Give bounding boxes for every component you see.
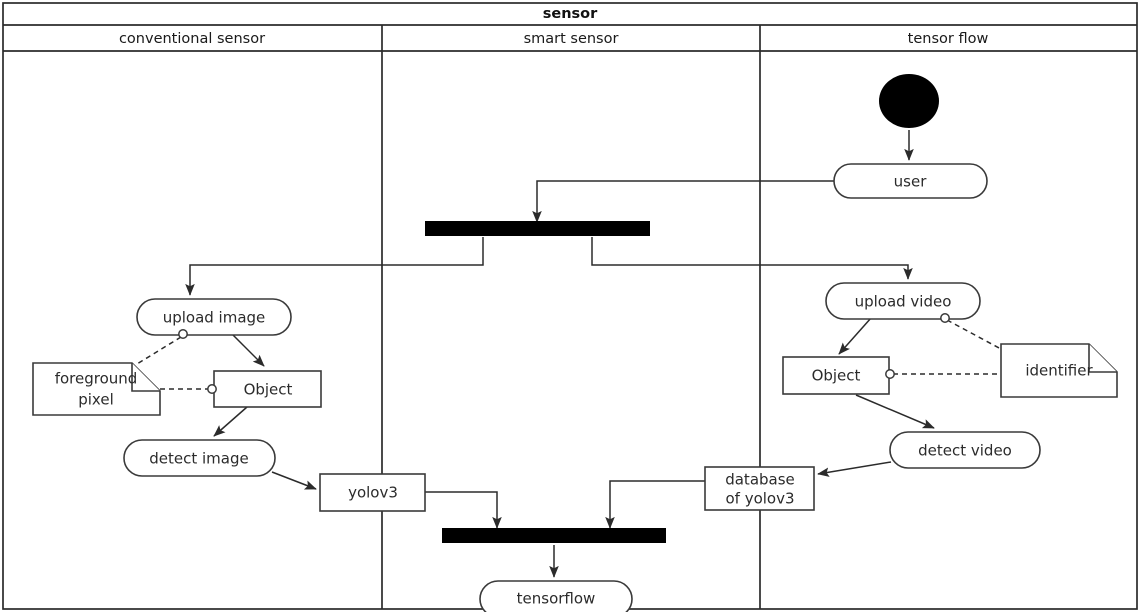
note-label-foreground-pixel-line2: pixel [78,391,114,409]
fork-bar[interactable] [425,221,650,236]
activity-node-user[interactable]: user [833,163,988,199]
note-identifier[interactable]: identifier [1000,343,1118,398]
object-label-object-left: Object [244,381,293,399]
note-label-foreground-pixel-line1: foreground [55,370,138,388]
initial-node[interactable] [879,74,939,128]
edge-fork-to-upload-video [591,237,913,280]
note-foreground-pixel[interactable]: foreground pixel [32,362,161,416]
edge-upload-image-to-object [231,333,265,367]
lane-header-smart-sensor: smart sensor [524,31,619,47]
lane-header-tensor-flow: tensor flow [908,31,989,47]
dep-upload-video-to-identifier [946,319,1002,350]
activity-node-upload-image[interactable]: upload image [136,298,292,336]
object-label-database-line2: of yolov3 [725,490,794,508]
edge-object-to-detect-image [213,406,248,437]
object-label-yolov3: yolov3 [348,484,398,502]
activity-node-upload-video[interactable]: upload video [825,282,981,320]
join-bar[interactable] [442,528,666,543]
edge-user-to-fork [532,180,834,223]
flow-edges [185,130,935,578]
object-label-object-right: Object [812,367,861,385]
object-node-object-left[interactable]: Object [213,370,322,408]
activity-label-user: user [894,173,928,191]
edge-fork-to-upload-image [185,237,484,296]
pin-upload-video [940,313,950,323]
activity-label-upload-video: upload video [855,293,952,311]
dependency-edges [136,319,1002,390]
edge-detect-image-to-yolov3 [271,471,317,490]
pin-object-right [885,369,895,379]
activity-label-upload-image: upload image [163,309,266,327]
dep-upload-image-to-foreground-pixel [136,336,182,365]
object-node-database-of-yolov3[interactable]: database of yolov3 [704,466,815,511]
pin-object-left [207,384,217,394]
pool-title: sensor [543,6,598,22]
activity-label-detect-video: detect video [918,442,1012,460]
note-label-identifier: identifier [1025,362,1093,380]
object-label-database-line1: database [725,471,795,489]
pin-upload-image [178,329,188,339]
object-node-object-right[interactable]: Object [782,356,890,395]
activity-label-tensorflow: tensorflow [517,590,596,608]
edge-yolov3-to-join [425,491,502,529]
edge-detect-video-to-database [817,461,892,477]
lane-header-conventional-sensor: conventional sensor [119,31,265,47]
object-node-yolov3[interactable]: yolov3 [319,473,426,512]
edge-upload-video-to-object [838,317,872,355]
activity-label-detect-image: detect image [149,450,248,468]
activity-node-detect-video[interactable]: detect video [889,431,1041,469]
activity-node-tensorflow[interactable]: tensorflow [479,580,633,612]
edge-database-to-join [605,480,705,529]
activity-node-detect-image[interactable]: detect image [123,439,276,477]
edge-object-to-detect-video [855,394,935,429]
